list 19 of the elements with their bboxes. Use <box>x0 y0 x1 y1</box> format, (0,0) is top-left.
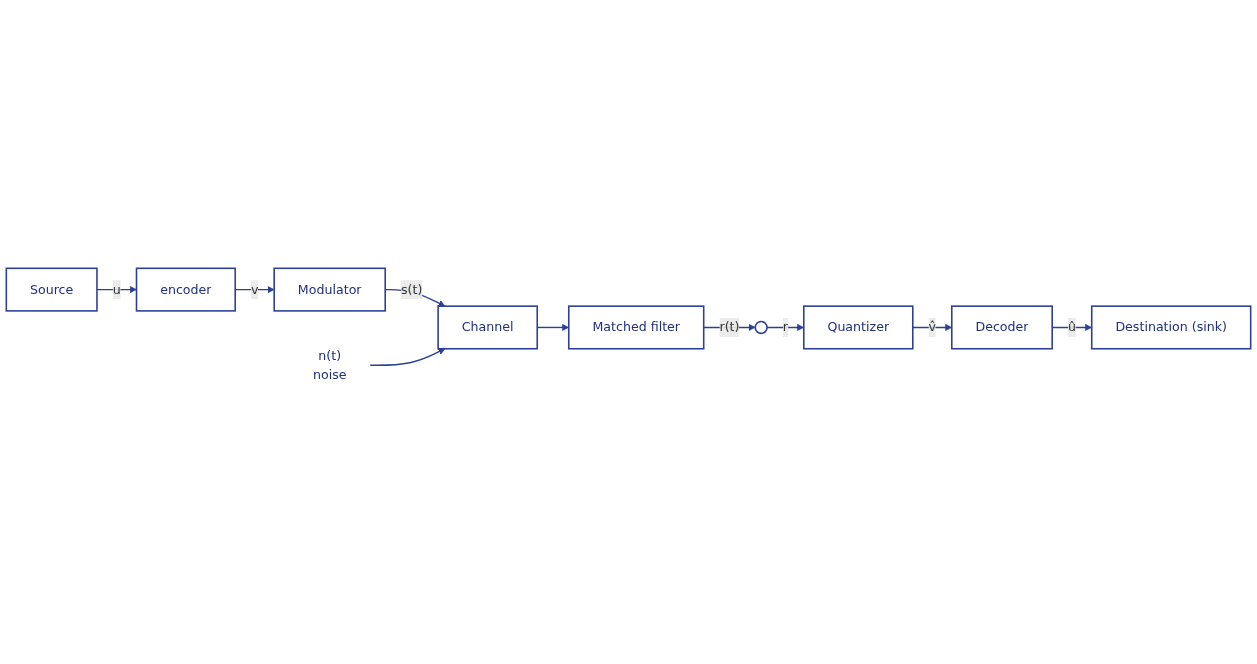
node-box: Decoder <box>951 305 1053 350</box>
node-box: Destination (sink) <box>1090 305 1252 350</box>
node-text: n(t) noise <box>312 347 347 382</box>
arrow <box>369 348 446 366</box>
node-box: encoder <box>135 267 236 312</box>
edge-label: r(t) <box>719 319 740 335</box>
node-box: Channel <box>437 305 538 350</box>
edge-label: s(t) <box>400 281 423 297</box>
edge-label: v̂ <box>928 319 937 335</box>
edge-label: u <box>112 281 121 297</box>
node-box: Source <box>5 267 98 312</box>
node-box: Modulator <box>273 267 386 312</box>
node-switch <box>754 320 768 334</box>
node-box: Quantizer <box>803 305 914 350</box>
edge-label: û <box>1067 319 1076 335</box>
edge-label: v <box>250 281 259 297</box>
node-box: Matched filter <box>568 305 705 350</box>
edge-label: r <box>782 319 789 335</box>
arrow <box>96 285 137 293</box>
